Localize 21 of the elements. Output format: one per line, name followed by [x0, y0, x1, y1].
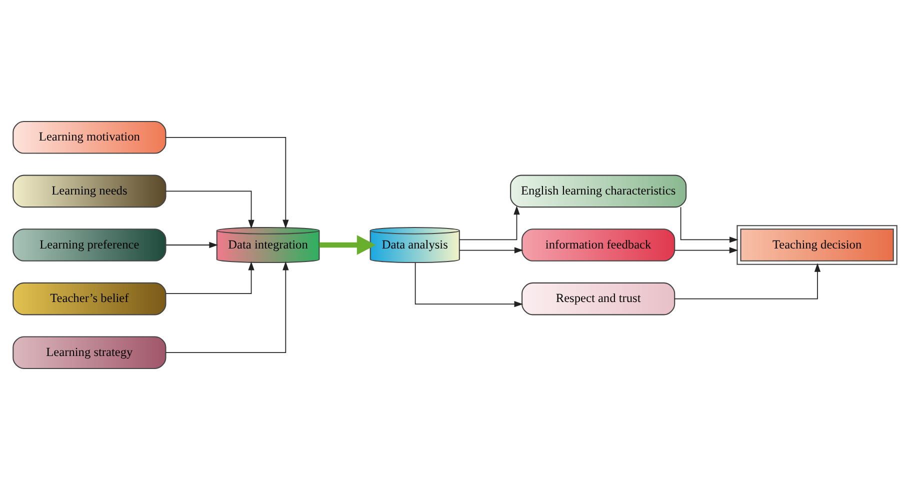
- node-box: Learning preference: [12, 228, 166, 262]
- arrow: [674, 263, 821, 300]
- node-box: Learning strategy: [12, 336, 166, 369]
- node-box: information feedback: [522, 228, 676, 262]
- arrow: [165, 261, 254, 294]
- arrow: [674, 247, 738, 254]
- arrow: [166, 242, 218, 248]
- arrow: [459, 206, 520, 240]
- node-box: Learning motivation: [12, 121, 166, 154]
- node-box: English learning characteristics: [510, 174, 687, 208]
- node-box: Respect and trust: [522, 282, 676, 316]
- arrow: [459, 247, 524, 254]
- arrow: [414, 262, 524, 308]
- arrow: [165, 261, 289, 354]
- arrow: [319, 235, 376, 255]
- node-box: Teaching decision: [736, 225, 898, 265]
- node-box: Learning needs: [12, 174, 166, 208]
- node-box: Teacher’s belief: [12, 282, 166, 316]
- arrow: [165, 136, 289, 229]
- arrow: [165, 190, 254, 229]
- arrow: [680, 206, 738, 243]
